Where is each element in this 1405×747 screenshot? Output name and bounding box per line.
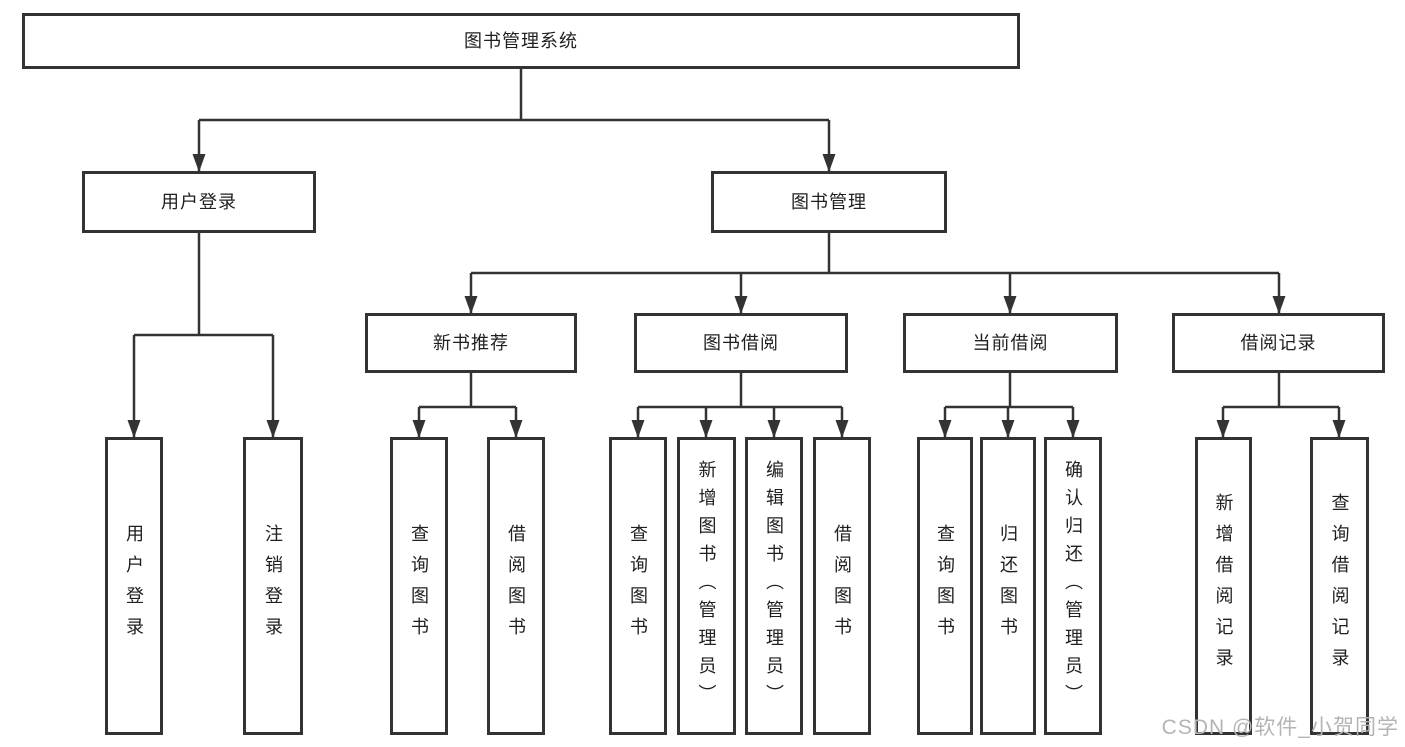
node-return-books: 归还图书 [980, 437, 1036, 735]
node-label: 借阅图书 [506, 524, 526, 648]
node-user-login: 用户登录 [82, 171, 316, 233]
node-label: 新书推荐 [433, 333, 509, 353]
node-label: 图书借阅 [703, 333, 779, 353]
node-label: 图书管理 [791, 192, 867, 212]
node-new-book-recommend: 新书推荐 [365, 313, 577, 373]
node-borrow-books-recommend: 借阅图书 [487, 437, 545, 735]
node-add-borrow-record: 新增借阅记录 [1195, 437, 1252, 735]
node-label: 新增借阅记录 [1213, 493, 1234, 679]
node-label: 注销登录 [263, 524, 283, 648]
node-edit-book-admin: 编辑图书（管理员） [745, 437, 803, 735]
node-logout: 注销登录 [243, 437, 303, 735]
node-label: 查询图书 [628, 524, 648, 648]
node-book-management: 图书管理 [711, 171, 947, 233]
node-label: 编辑图书（管理员） [764, 460, 784, 712]
node-label: 图书管理系统 [464, 31, 578, 51]
node-library-management-system: 图书管理系统 [22, 13, 1020, 69]
csdn-watermark: CSDN @软件_小贺同学 [1161, 716, 1399, 739]
node-confirm-return-admin: 确认归还（管理员） [1044, 437, 1102, 735]
node-label: 查询借阅记录 [1329, 493, 1350, 679]
node-query-books-recommend: 查询图书 [390, 437, 448, 735]
node-query-books-borrow: 查询图书 [609, 437, 667, 735]
node-label: 借阅记录 [1240, 333, 1317, 353]
node-label: 查询图书 [935, 524, 955, 648]
node-label: 当前借阅 [972, 333, 1049, 353]
node-borrow-books-leaf: 借阅图书 [813, 437, 871, 735]
node-label: 用户登录 [124, 524, 144, 648]
connectors [127, 69, 1346, 438]
node-label: 查询图书 [409, 524, 429, 648]
node-current-borrow: 当前借阅 [903, 313, 1118, 373]
node-user-login-leaf: 用户登录 [105, 437, 163, 735]
node-label: 借阅图书 [832, 524, 852, 648]
node-label: 用户登录 [161, 192, 237, 212]
node-add-book-admin: 新增图书（管理员） [677, 437, 736, 735]
node-borrow-records: 借阅记录 [1172, 313, 1385, 373]
node-label: 归还图书 [998, 524, 1018, 648]
node-query-books-current: 查询图书 [917, 437, 973, 735]
node-query-borrow-record: 查询借阅记录 [1310, 437, 1369, 735]
node-label: 确认归还（管理员） [1063, 460, 1083, 712]
node-book-borrow: 图书借阅 [634, 313, 848, 373]
node-label: 新增图书（管理员） [696, 460, 717, 712]
